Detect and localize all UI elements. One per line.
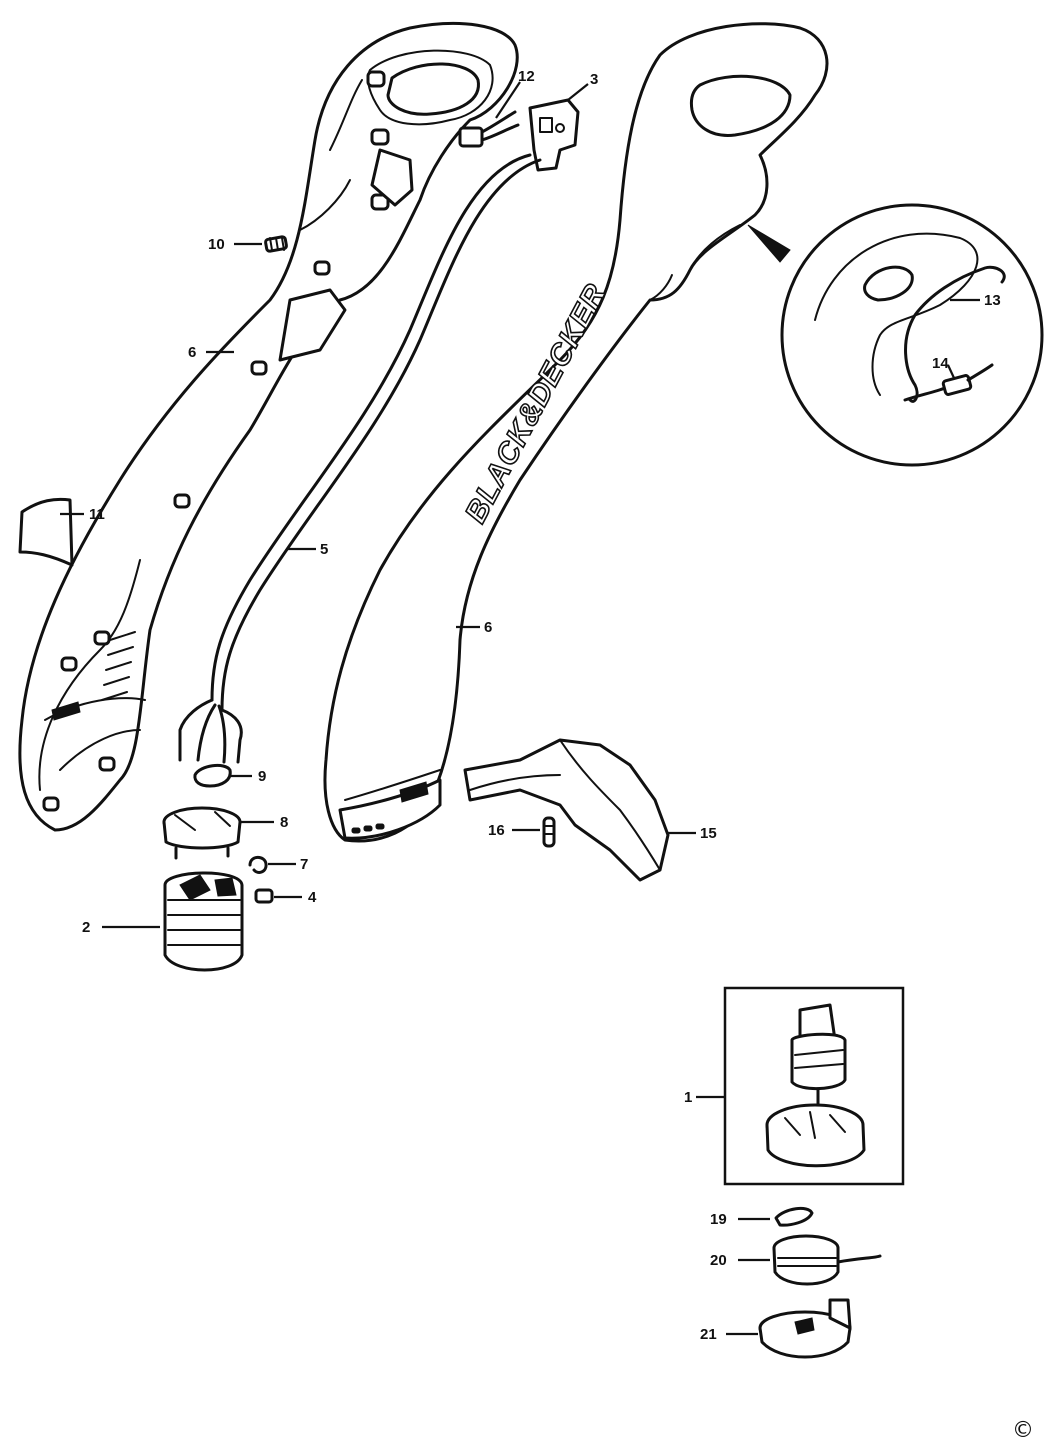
callout-16: 16 <box>488 822 505 839</box>
plate-part-9 <box>193 763 232 788</box>
guard-part-15 <box>463 738 670 882</box>
callout-13: 13 <box>984 292 1001 309</box>
spool-part-20 <box>772 1234 882 1286</box>
callout-6-left: 6 <box>188 344 196 361</box>
callout-20: 20 <box>710 1252 727 1269</box>
switch-part-3 <box>528 98 580 172</box>
callout-2: 2 <box>82 919 90 936</box>
callout-9: 9 <box>258 768 266 785</box>
callout-10: 10 <box>208 236 225 253</box>
brush-holder-part-8 <box>162 806 242 860</box>
label-part-11 <box>18 497 74 567</box>
callouts: 10 6 11 12 3 5 6 13 14 9 8 7 4 2 16 15 1 <box>60 68 1001 1343</box>
callout-21: 21 <box>700 1326 717 1343</box>
brand-logo: BLACK&DECKER <box>459 279 613 529</box>
spring-part-7 <box>248 855 268 874</box>
armature-part-1 <box>723 986 905 1186</box>
callout-4: 4 <box>308 889 317 906</box>
callout-6-right: 6 <box>484 619 492 636</box>
callout-11: 11 <box>89 506 105 523</box>
screw-part-16 <box>542 816 556 848</box>
callout-15: 15 <box>700 825 717 842</box>
callout-14: 14 <box>932 355 949 372</box>
callout-1: 1 <box>684 1089 692 1106</box>
detail-magnifier <box>747 203 1044 467</box>
stator-part-2 <box>163 871 244 972</box>
clip-part-19 <box>774 1206 814 1227</box>
callout-19: 19 <box>710 1211 727 1228</box>
copyright-symbol: © <box>1012 1418 1034 1443</box>
housing-left-half <box>18 22 519 832</box>
cable-part-5 <box>178 153 542 764</box>
brush-part-4 <box>254 888 274 904</box>
callout-12: 12 <box>518 68 535 85</box>
callout-5: 5 <box>320 541 328 558</box>
connector-part-12 <box>458 110 520 148</box>
spool-cover-part-21 <box>758 1298 852 1359</box>
callout-3: 3 <box>590 71 598 88</box>
screw-part-10 <box>264 235 288 253</box>
callout-7: 7 <box>300 856 308 873</box>
callout-8: 8 <box>280 814 288 831</box>
